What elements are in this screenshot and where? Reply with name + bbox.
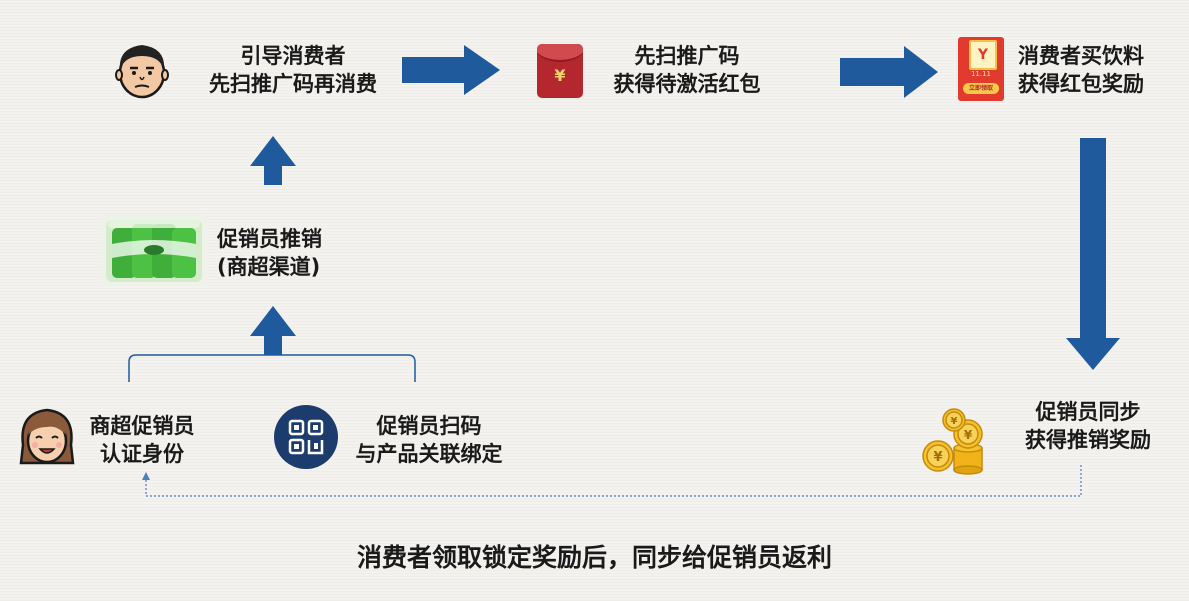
node-promoter-reward-line1: 促销员同步: [1008, 398, 1168, 426]
coin-yen-2: ¥: [964, 428, 973, 442]
node-promoter-reward-line2: 获得推销奖励: [1008, 426, 1168, 454]
node-consumer-guide-line2: 先扫推广码再消费: [188, 70, 398, 98]
man-face-icon: [114, 40, 170, 100]
coin-yen-1: ¥: [933, 450, 942, 465]
node-promoter-verify: 商超促销员 认证身份: [81, 412, 203, 468]
node-promoter-scan-line1: 促销员扫码: [342, 412, 516, 440]
qr-scan-icon: [274, 405, 338, 469]
node-promoter-sell-line1: 促销员推销: [217, 225, 322, 253]
return-arrowhead: [142, 472, 150, 480]
node-consumer-guide: 引导消费者 先扫推广码再消费: [188, 42, 398, 98]
beverage-pack-image: [102, 214, 206, 286]
coupon-icon: Y 11.11 立即领取: [958, 37, 1004, 101]
footer-caption: 消费者领取锁定奖励后，同步给促销员返利: [0, 541, 1189, 575]
arrow-down: [1066, 138, 1120, 370]
arrow-right-2: [840, 46, 938, 98]
gold-coins-icon: ¥ ¥ ¥: [918, 406, 988, 476]
node-scan-code-line2: 获得待激活红包: [594, 70, 780, 98]
arrow-up-1: [250, 136, 296, 185]
coupon-button: 立即领取: [963, 83, 999, 94]
arrow-right-1: [402, 45, 500, 95]
node-promoter-verify-line1: 商超促销员: [81, 412, 203, 440]
node-promoter-verify-line2: 认证身份: [81, 440, 203, 468]
node-consumer-guide-line1: 引导消费者: [188, 42, 398, 70]
node-consumer-buy: 消费者买饮料 获得红包奖励: [1018, 42, 1144, 98]
node-scan-code-line1: 先扫推广码: [594, 42, 780, 70]
arrow-up-2: [250, 306, 296, 355]
node-promoter-sell-line2: (商超渠道): [217, 253, 322, 281]
woman-face-icon: [17, 405, 77, 469]
red-envelope-icon: ¥: [537, 44, 583, 98]
node-promoter-sell: 促销员推销 (商超渠道): [217, 225, 322, 281]
node-scan-code: 先扫推广码 获得待激活红包: [594, 42, 780, 98]
merge-bracket: [129, 355, 415, 382]
node-promoter-reward: 促销员同步 获得推销奖励: [1008, 398, 1168, 454]
coupon-small-text: 11.11: [958, 70, 1004, 78]
node-promoter-scan: 促销员扫码 与产品关联绑定: [342, 412, 516, 468]
coupon-yen: Y: [969, 40, 997, 70]
envelope-yen: ¥: [537, 66, 583, 85]
node-promoter-scan-line2: 与产品关联绑定: [342, 440, 516, 468]
coin-yen-3: ¥: [951, 416, 958, 427]
node-consumer-buy-line1: 消费者买饮料: [1018, 42, 1144, 70]
node-consumer-buy-line2: 获得红包奖励: [1018, 70, 1144, 98]
